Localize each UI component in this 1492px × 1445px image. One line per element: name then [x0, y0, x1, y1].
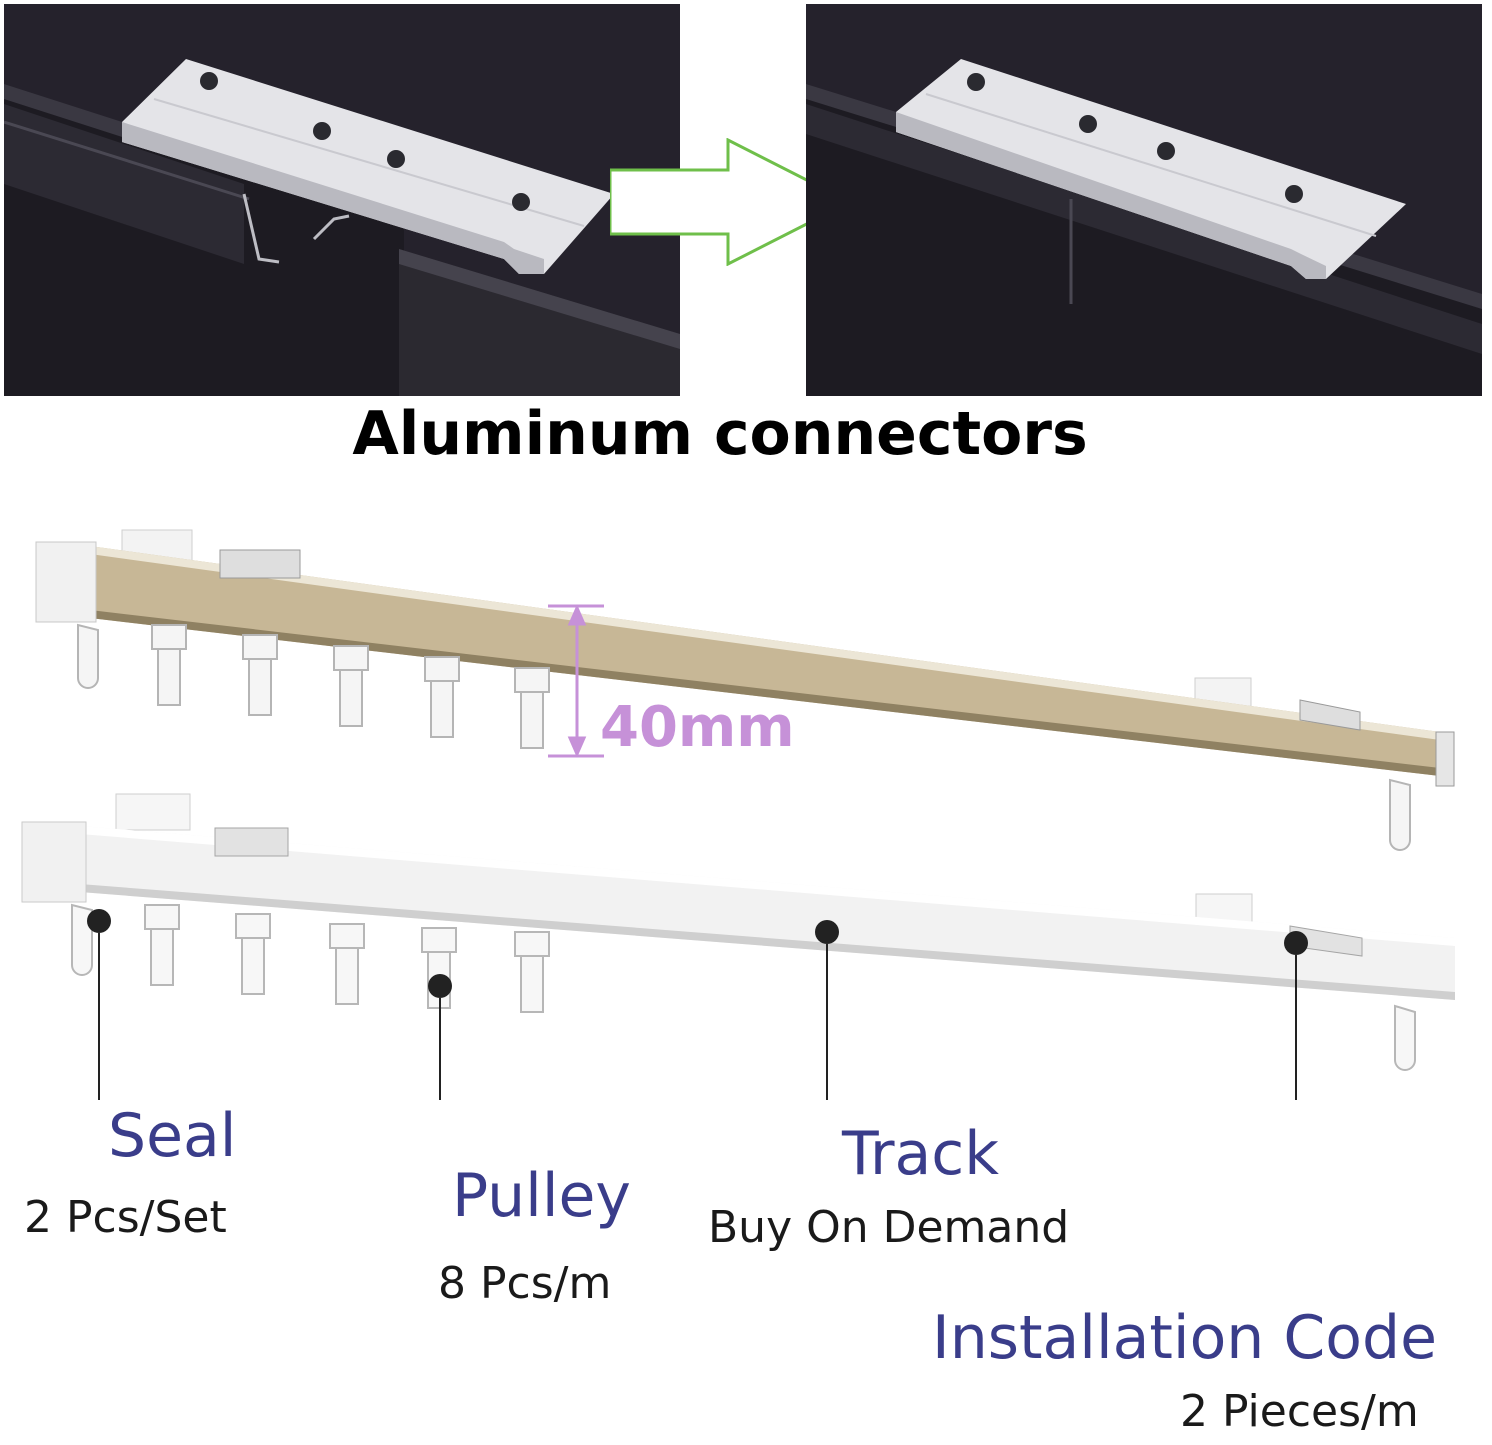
pulley-quantity: 8 Pcs/m [438, 1258, 612, 1309]
seal-label: Seal [108, 1101, 237, 1171]
installation-code-quantity: 2 Pieces/m [1180, 1386, 1419, 1437]
track-quantity: Buy On Demand [708, 1202, 1070, 1253]
connector-after-photo [806, 4, 1482, 396]
installation-code-label: Installation Code [932, 1303, 1437, 1373]
rail-height-dimension: 40mm [600, 695, 795, 760]
curtain-track-illustration [21, 529, 1455, 1100]
seal-quantity: 2 Pcs/Set [24, 1192, 227, 1243]
track-label: Track [842, 1119, 1000, 1189]
connector-before-photo [4, 4, 680, 396]
connectors-heading: Aluminum connectors [352, 399, 1088, 469]
pulley-label: Pulley [452, 1161, 631, 1231]
green-arrow-icon [610, 138, 854, 266]
